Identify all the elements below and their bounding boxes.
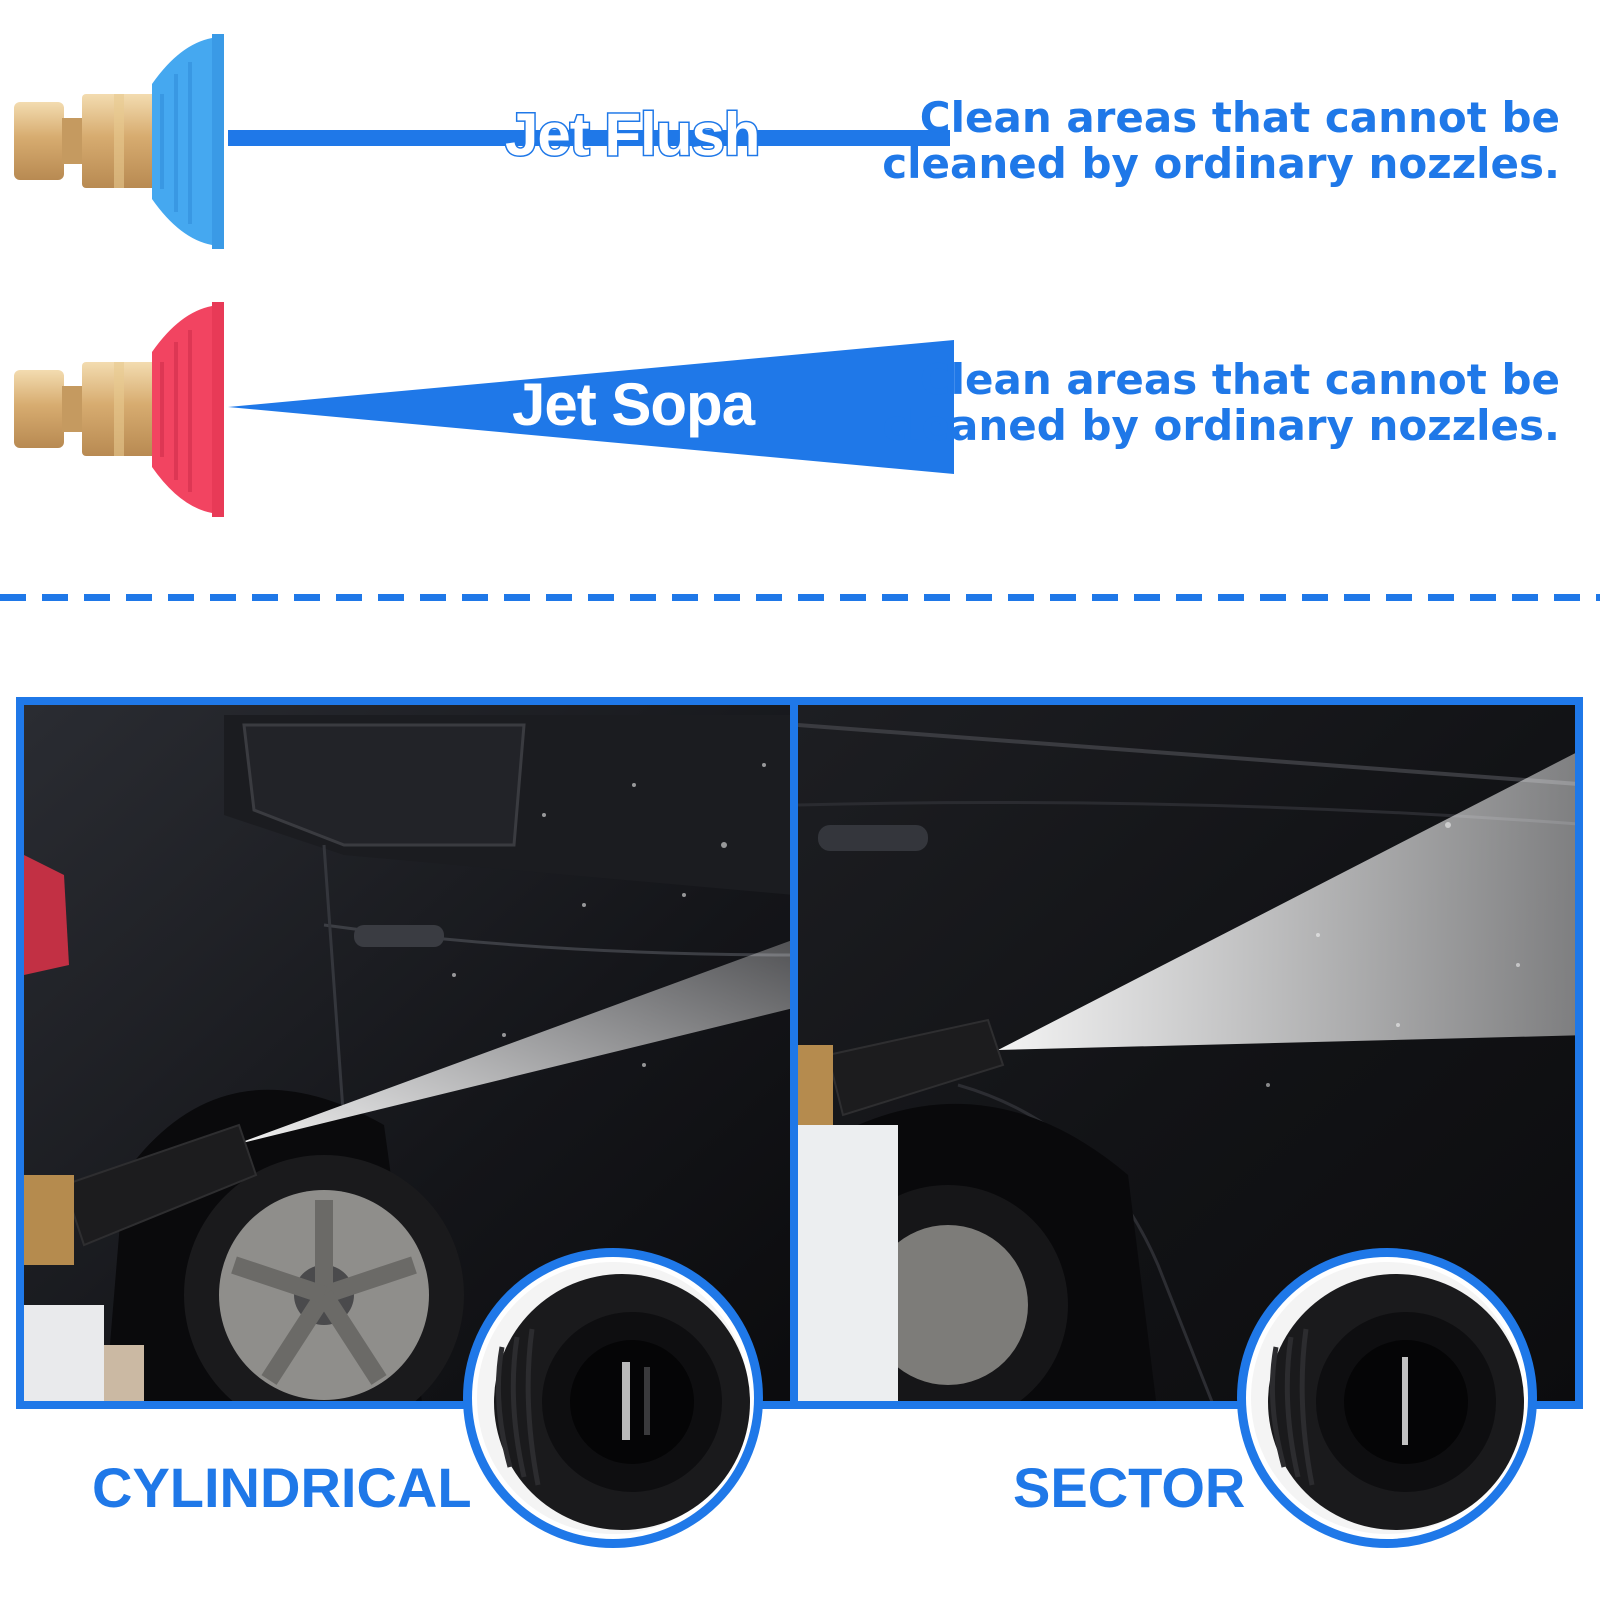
jet-flush-spray-line: [228, 130, 950, 146]
description-line: Clean areas that cannot be: [919, 355, 1560, 404]
jet-sopa-description: Clean areas that cannot be cleaned by or…: [882, 357, 1560, 449]
sector-nozzle-closeup: [1237, 1248, 1537, 1548]
sector-spray-photo: [790, 697, 1583, 1409]
brass-connector-icon: [14, 362, 156, 456]
brass-connector-icon: [14, 94, 156, 188]
cylindrical-label: CYLINDRICAL: [92, 1456, 472, 1519]
jet-flush-tip-icon: [152, 34, 224, 249]
jet-flush-description: Clean areas that cannot be cleaned by or…: [882, 95, 1560, 187]
jet-sopa-spray-fan: [228, 340, 954, 474]
cylindrical-nozzle-closeup: [463, 1248, 763, 1548]
jet-sopa-tip-icon: [152, 302, 224, 517]
description-line: cleaned by ordinary nozzles.: [882, 401, 1560, 450]
description-line: Clean areas that cannot be: [919, 93, 1560, 142]
jet-sopa-label: Jet Sopa: [512, 371, 755, 438]
jet-flush-label: Jet Flush: [503, 100, 761, 170]
dashed-divider: [0, 594, 1600, 601]
sector-label: SECTOR: [1013, 1456, 1246, 1519]
description-line: cleaned by ordinary nozzles.: [882, 139, 1560, 188]
